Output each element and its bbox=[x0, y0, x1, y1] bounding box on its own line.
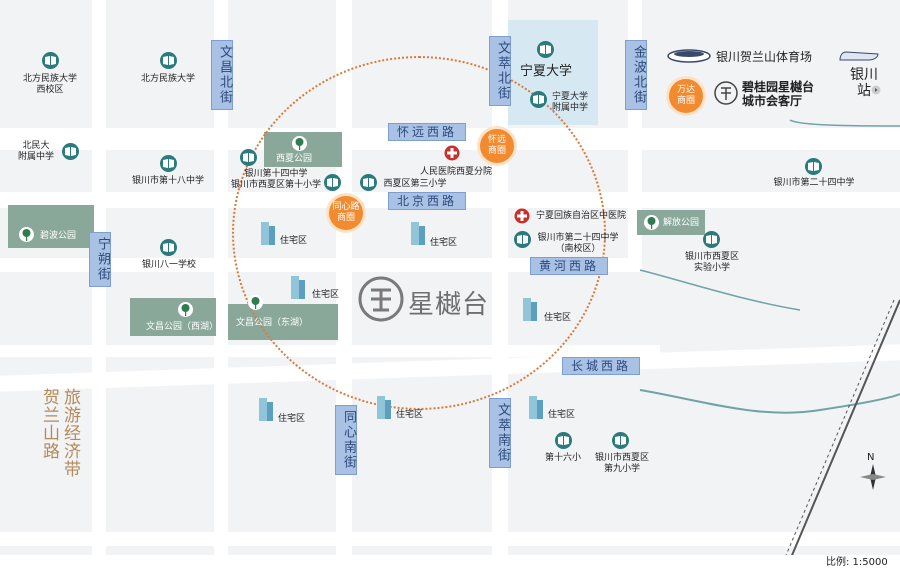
school-label: 银川市第二十四中学 （南校区） bbox=[537, 233, 619, 254]
school-icon bbox=[805, 158, 822, 175]
building-icon bbox=[291, 276, 305, 299]
school-label: 银川市西夏区 实验小学 bbox=[684, 252, 739, 273]
tree-icon bbox=[178, 302, 193, 317]
compass-icon bbox=[860, 464, 886, 490]
tree-icon bbox=[248, 295, 263, 310]
building-icon bbox=[259, 398, 273, 421]
residential-label: 住宅区 bbox=[430, 238, 458, 248]
street-label-huaiyuan-west: 怀远西路 bbox=[388, 123, 467, 141]
school-icon bbox=[160, 52, 177, 69]
school-label: 银川第十四中学 银川市西夏区第十小学 bbox=[230, 169, 321, 190]
footer bbox=[0, 555, 900, 582]
school-label: 银川八一学校 bbox=[141, 260, 196, 270]
residential-label: 住宅区 bbox=[396, 410, 424, 420]
street-label-tongxin-south: 同心南街 bbox=[335, 405, 357, 475]
school-icon bbox=[537, 41, 554, 58]
project-logo-icon bbox=[358, 276, 404, 322]
hospital-icon bbox=[514, 208, 530, 224]
school-icon bbox=[160, 239, 177, 256]
district-helan-road: 贺兰山路 bbox=[39, 388, 59, 460]
park-label: 解放公园 bbox=[662, 218, 699, 228]
school-label: 北方民族大学 bbox=[140, 74, 195, 84]
school-label: 银川市西夏区 第九小学 bbox=[594, 453, 649, 474]
school-icon bbox=[514, 231, 531, 248]
station-label: 银川 站 bbox=[850, 67, 878, 99]
hospital-label: 人民医院西夏分院 bbox=[419, 167, 492, 177]
tree-icon bbox=[292, 136, 307, 151]
school-label: 西夏区第三小学 bbox=[383, 179, 447, 189]
street-label-wencui-south: 文萃南街 bbox=[489, 398, 511, 468]
scale-label: 比例: 1:5000 bbox=[826, 557, 888, 568]
street-label-changcheng-west: 长城西路 bbox=[562, 357, 641, 375]
school-label: 北方民族大学 西校区 bbox=[22, 74, 77, 95]
building-icon bbox=[523, 298, 537, 321]
commercial-label: 同心路 商圈 bbox=[332, 202, 360, 223]
school-label: 宁夏大学 附属中学 bbox=[551, 92, 588, 113]
residential-label: 住宅区 bbox=[544, 313, 572, 323]
stadium-label: 银川贺兰山体育场 bbox=[716, 50, 813, 64]
school-icon bbox=[62, 143, 79, 160]
school-icon bbox=[555, 432, 572, 449]
road-wenchang-north bbox=[214, 0, 228, 555]
commercial-label: 怀远 商圈 bbox=[487, 135, 506, 156]
commercial-label: 万达 商圈 bbox=[676, 85, 695, 106]
park-label: 西夏公园 bbox=[275, 154, 312, 164]
arrow-right-icon[interactable] bbox=[871, 85, 881, 95]
radius-circle bbox=[232, 56, 606, 410]
compass-label: N bbox=[867, 452, 875, 463]
hospital-label: 宁夏回族自治区中医院 bbox=[535, 211, 626, 221]
school-label: 银川市第十八中学 bbox=[131, 176, 204, 186]
street-label-ningshuo: 宁朔街 bbox=[89, 232, 111, 287]
school-label: 第十六小 bbox=[544, 453, 581, 463]
commercial-bubble-wanda: 万达 商圈 bbox=[666, 76, 706, 116]
residential-label: 住宅区 bbox=[278, 414, 306, 424]
project-logo-text: 星樾台 bbox=[408, 290, 490, 320]
street-label-beijing-west: 北京西路 bbox=[388, 192, 467, 210]
school-icon bbox=[703, 231, 720, 248]
building-icon bbox=[411, 222, 425, 245]
train-icon bbox=[839, 51, 879, 61]
school-icon bbox=[160, 155, 177, 172]
building-icon bbox=[377, 396, 391, 419]
commercial-bubble-tongxin: 同心路 商圈 bbox=[326, 193, 366, 233]
wenchang-park-west bbox=[130, 298, 216, 336]
street-label-jinbo-north: 金波北街 bbox=[625, 40, 647, 110]
residential-label: 住宅区 bbox=[280, 236, 308, 246]
school-icon bbox=[530, 91, 547, 108]
park-label: 文昌公园（东湖） bbox=[236, 318, 309, 328]
stadium-icon bbox=[667, 49, 711, 63]
school-icon bbox=[612, 432, 629, 449]
showroom-logo-icon bbox=[714, 81, 738, 105]
street-label-wenchang-north: 文昌北街 bbox=[211, 40, 233, 110]
building-icon bbox=[261, 222, 275, 245]
school-icon bbox=[360, 174, 377, 191]
school-label: 银川市第二十四中学 bbox=[773, 178, 855, 188]
street-label-huanghe-west: 黄河西路 bbox=[530, 257, 609, 275]
district-tourism-zone: 旅游经济带 bbox=[60, 388, 80, 478]
street-label-wencui-north: 文萃北街 bbox=[489, 36, 511, 106]
tree-icon bbox=[19, 227, 34, 242]
park-label: 文昌公园（西湖） bbox=[146, 322, 219, 332]
commercial-bubble-huaiyuan: 怀远 商圈 bbox=[477, 126, 517, 166]
school-label: 北民大 附属中学 bbox=[17, 141, 54, 162]
residential-label: 住宅区 bbox=[548, 410, 576, 420]
showroom-label: 碧桂园星樾台 城市会客厅 bbox=[742, 80, 815, 108]
school-label: 宁夏大学 bbox=[519, 64, 572, 79]
residential-label: 住宅区 bbox=[312, 290, 340, 300]
park-label: 碧波公园 bbox=[39, 231, 76, 241]
tree-icon bbox=[644, 215, 659, 230]
hospital-icon bbox=[444, 145, 460, 161]
school-icon bbox=[240, 149, 257, 166]
school-icon bbox=[42, 52, 59, 69]
building-icon bbox=[529, 396, 543, 419]
school-icon bbox=[324, 174, 341, 191]
